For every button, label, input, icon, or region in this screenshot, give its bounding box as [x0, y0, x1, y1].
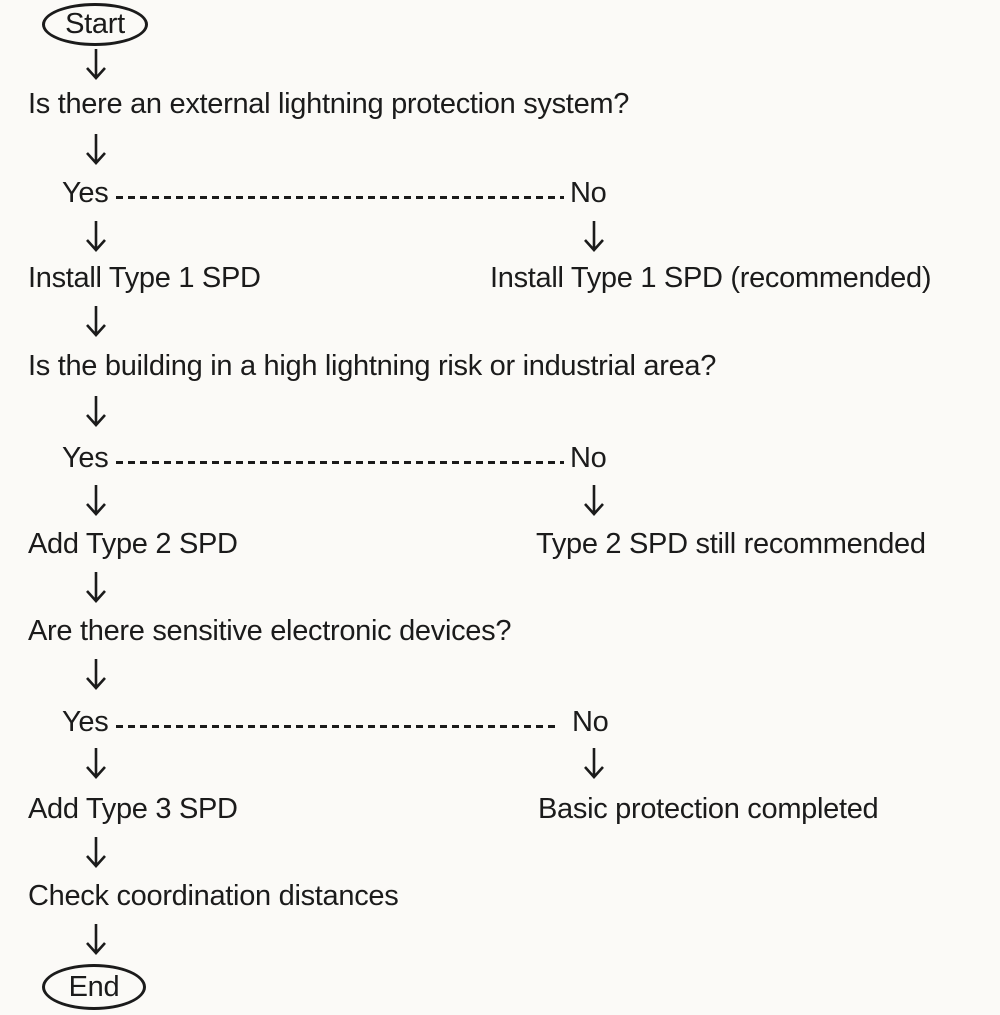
branch2-yes-label: Yes: [62, 442, 109, 474]
down-arrow-icon: [82, 570, 110, 604]
branch1-dash-connector: [116, 196, 564, 199]
branch3-no-label: No: [572, 706, 609, 738]
down-arrow-icon: [82, 219, 110, 253]
branch1-yes-label: Yes: [62, 177, 109, 209]
branch2-no-label: No: [570, 442, 607, 474]
branch3-yes-label: Yes: [62, 706, 109, 738]
down-arrow-icon: [82, 835, 110, 869]
branch3-no-action: Basic protection completed: [538, 793, 879, 825]
down-arrow-icon: [82, 483, 110, 517]
branch3-dash-connector: [116, 725, 560, 728]
branch1-no-label: No: [570, 177, 607, 209]
start-node: Start: [42, 3, 148, 46]
down-arrow-icon: [82, 47, 110, 81]
branch3-yes-action: Add Type 3 SPD: [28, 793, 238, 825]
question-2-text: Is the building in a high lightning risk…: [28, 350, 717, 382]
question-3-text: Are there sensitive electronic devices?: [28, 615, 512, 647]
down-arrow-icon: [580, 483, 608, 517]
down-arrow-icon: [82, 922, 110, 956]
end-node: End: [42, 964, 146, 1010]
end-node-label: End: [68, 970, 120, 1003]
down-arrow-icon: [82, 304, 110, 338]
question-1-text: Is there an external lightning protectio…: [28, 88, 630, 120]
down-arrow-icon: [82, 132, 110, 166]
final-step-text: Check coordination distances: [28, 880, 399, 912]
down-arrow-icon: [82, 394, 110, 428]
branch1-no-action: Install Type 1 SPD (recommended): [490, 262, 932, 294]
branch2-yes-action: Add Type 2 SPD: [28, 528, 238, 560]
branch1-yes-action: Install Type 1 SPD: [28, 262, 261, 294]
down-arrow-icon: [82, 746, 110, 780]
branch2-dash-connector: [116, 461, 564, 464]
down-arrow-icon: [580, 746, 608, 780]
start-node-label: Start: [65, 8, 125, 40]
down-arrow-icon: [82, 657, 110, 691]
branch2-no-action: Type 2 SPD still recommended: [536, 528, 926, 560]
down-arrow-icon: [580, 219, 608, 253]
